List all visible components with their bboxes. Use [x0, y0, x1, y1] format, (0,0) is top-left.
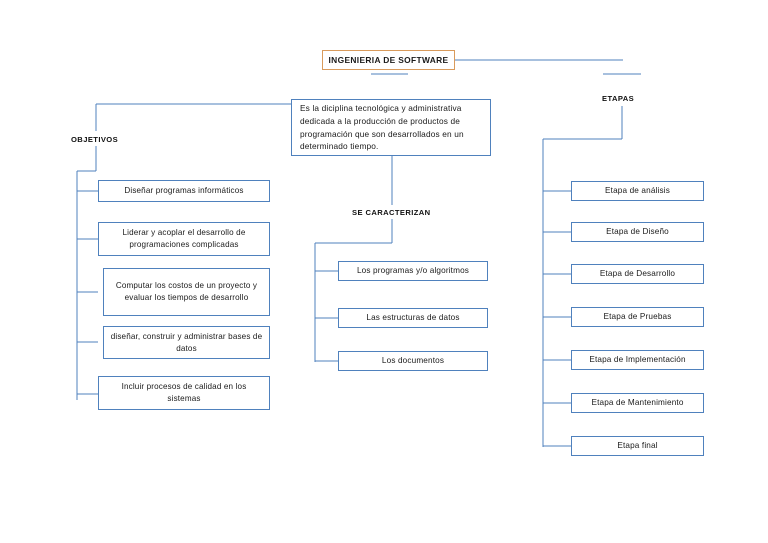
etapas-item-1[interactable]: Etapa de análisis: [571, 181, 704, 201]
node-text: Etapa de análisis: [605, 186, 670, 196]
node-text: Liderar y acoplar el desarrollo de progr…: [122, 228, 246, 249]
etapas-item-5[interactable]: Etapa de Implementación: [571, 350, 704, 370]
node-text: Etapa de Diseño: [606, 227, 669, 237]
objetivos-item-4[interactable]: diseñar, construir y administrar bases d…: [103, 326, 270, 359]
node-text: Incluir procesos de calidad en los siste…: [121, 382, 247, 403]
description-node[interactable]: Es la diciplina tecnológica y administra…: [291, 99, 491, 156]
node-text: Etapa de Implementación: [589, 355, 686, 365]
node-text: Computar los costos de un proyecto y eva…: [115, 281, 258, 302]
objetivos-item-2[interactable]: Liderar y acoplar el desarrollo de progr…: [98, 222, 270, 256]
node-text: Diseñar programas informáticos: [124, 186, 244, 196]
root-title-node[interactable]: INGENIERIA DE SOFTWARE: [322, 50, 455, 70]
objetivos-item-3[interactable]: Computar los costos de un proyecto y eva…: [103, 268, 270, 316]
objetivos-item-5[interactable]: Incluir procesos de calidad en los siste…: [98, 376, 270, 410]
root-title-text: INGENIERIA DE SOFTWARE: [328, 54, 449, 65]
node-text: Etapa de Mantenimiento: [591, 398, 684, 408]
node-text: Los documentos: [381, 356, 445, 366]
etapas-item-2[interactable]: Etapa de Diseño: [571, 222, 704, 242]
etapas-item-6[interactable]: Etapa de Mantenimiento: [571, 393, 704, 413]
branch-label-se-caracterizan: SE CARACTERIZAN: [352, 208, 431, 217]
node-text: Las estructuras de datos: [366, 313, 460, 323]
etapas-item-3[interactable]: Etapa de Desarrollo: [571, 264, 704, 284]
se-caracterizan-item-3[interactable]: Los documentos: [338, 351, 488, 371]
se-caracterizan-item-1[interactable]: Los programas y/o algoritmos: [338, 261, 488, 281]
branch-label-objetivos: OBJETIVOS: [71, 135, 119, 144]
node-text: diseñar, construir y administrar bases d…: [110, 331, 263, 353]
node-text: Los programas y/o algoritmos: [356, 266, 470, 276]
branch-label-etapas: ETAPAS: [602, 94, 635, 103]
node-text: Etapa de Pruebas: [603, 312, 672, 322]
se-caracterizan-item-2[interactable]: Las estructuras de datos: [338, 308, 488, 328]
node-text: Etapa de Desarrollo: [599, 269, 676, 279]
etapas-item-4[interactable]: Etapa de Pruebas: [571, 307, 704, 327]
description-text: Es la diciplina tecnológica y administra…: [300, 102, 464, 152]
objetivos-item-1[interactable]: Diseñar programas informáticos: [98, 180, 270, 202]
etapas-item-7[interactable]: Etapa final: [571, 436, 704, 456]
node-text: Etapa final: [617, 441, 658, 451]
